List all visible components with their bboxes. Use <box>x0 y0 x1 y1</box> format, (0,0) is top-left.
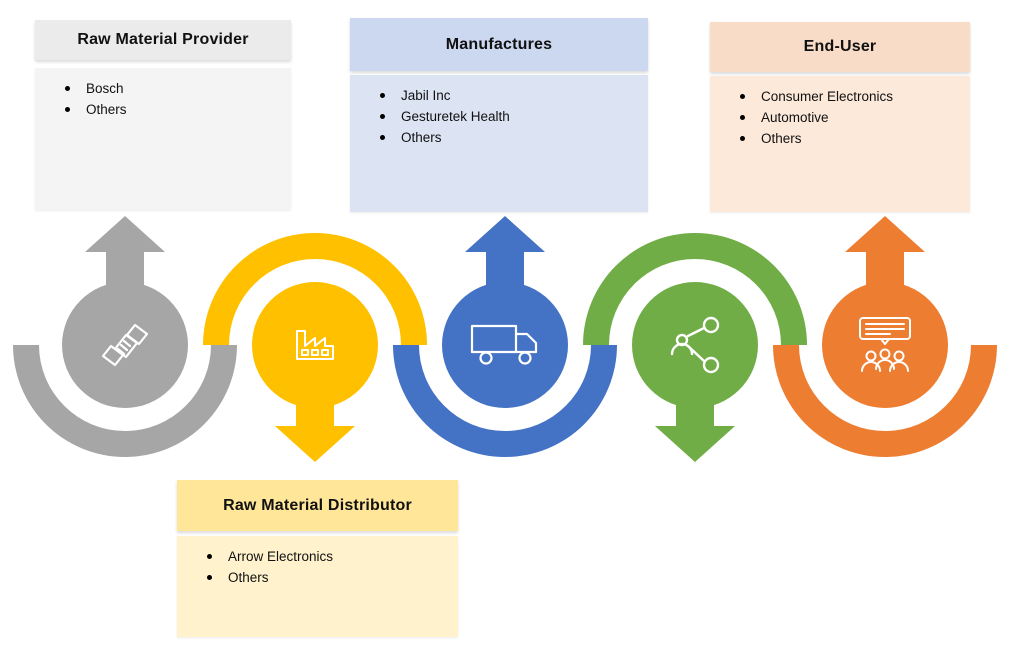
band-end-user <box>773 345 997 457</box>
list-item: Others <box>65 99 291 120</box>
list-item-label: Automotive <box>761 110 829 125</box>
band-manufacturer <box>393 345 617 457</box>
bullet-icon <box>207 575 212 580</box>
arrow-up-manufacturer <box>465 216 545 312</box>
audience-icon <box>859 317 911 372</box>
box-raw-material-distributor-header: Raw Material Distributor <box>177 480 458 531</box>
bullet-icon <box>740 115 745 120</box>
bullet-icon <box>740 136 745 141</box>
arrow-down-distribution-network <box>655 372 735 462</box>
box-raw-material-distributor-body: Arrow Electronics Others <box>177 536 458 637</box>
arrow-up-raw-material-provider <box>85 216 165 312</box>
list-item: Others <box>380 127 648 148</box>
end-user-list: Consumer Electronics Automotive Others <box>710 86 970 149</box>
band-raw-material-distributor <box>203 233 427 345</box>
bullet-icon <box>380 114 385 119</box>
list-item: Gesturetek Health <box>380 106 648 127</box>
box-raw-material-provider-header: Raw Material Provider <box>35 20 291 60</box>
raw-material-distributor-list: Arrow Electronics Others <box>177 546 458 588</box>
list-item: Automotive <box>740 107 970 128</box>
box-title: Manufactures <box>445 35 553 53</box>
list-item-label: Others <box>86 102 127 117</box>
list-item-label: Bosch <box>86 81 124 96</box>
bullet-icon <box>740 94 745 99</box>
bullet-icon <box>380 135 385 140</box>
list-item: Bosch <box>65 78 291 99</box>
list-item-label: Arrow Electronics <box>228 549 334 564</box>
box-end-user-body: Consumer Electronics Automotive Others <box>710 76 970 212</box>
box-raw-material-provider-body: Bosch Others <box>35 68 291 210</box>
list-item-label: Others <box>761 131 802 146</box>
box-title: Raw Material Distributor <box>223 496 412 514</box>
list-item: Jabil Inc <box>380 85 648 106</box>
node-raw-material-provider <box>62 282 188 408</box>
handshake-icon <box>101 323 149 367</box>
list-item: Arrow Electronics <box>207 546 458 567</box>
list-item-label: Consumer Electronics <box>761 89 894 104</box>
list-item-label: Gesturetek Health <box>401 109 510 124</box>
list-item: Others <box>207 567 458 588</box>
box-title: Raw Material Provider <box>77 31 249 48</box>
node-distribution-network <box>632 282 758 408</box>
box-manufactures-body: Jabil Inc Gesturetek Health Others <box>350 75 648 212</box>
truck-icon <box>470 324 538 365</box>
list-item-label: Others <box>228 570 269 585</box>
list-item-label: Others <box>401 130 442 145</box>
box-end-user-header: End-User <box>710 22 970 72</box>
bullet-icon <box>65 107 70 112</box>
manufactures-list: Jabil Inc Gesturetek Health Others <box>350 85 648 148</box>
bullet-icon <box>65 86 70 91</box>
bullet-icon <box>380 93 385 98</box>
list-item-label: Jabil Inc <box>401 88 451 103</box>
bullet-icon <box>207 554 212 559</box>
list-item: Others <box>740 128 970 149</box>
raw-material-provider-list: Bosch Others <box>35 78 291 120</box>
list-item: Consumer Electronics <box>740 86 970 107</box>
band-distribution-network <box>583 233 807 345</box>
node-manufacturer <box>442 282 568 408</box>
arrow-down-raw-material-distributor <box>275 372 355 462</box>
arrow-up-end-user <box>845 216 925 312</box>
box-title: End-User <box>803 38 877 55</box>
factory-icon <box>296 330 334 360</box>
share-icon <box>670 316 720 374</box>
band-raw-material-provider <box>13 345 237 457</box>
box-manufactures-header: Manufactures <box>350 18 648 71</box>
